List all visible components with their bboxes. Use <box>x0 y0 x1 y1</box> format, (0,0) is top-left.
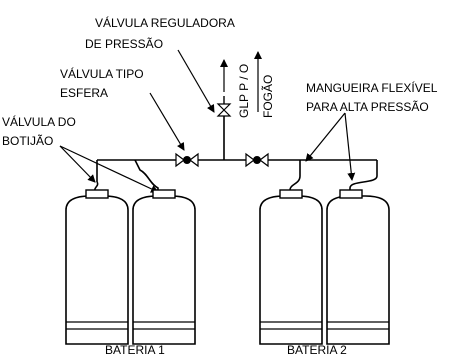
ball-valve-left-icon <box>175 152 199 168</box>
label-battery-2: BATERIA 2 <box>287 343 347 357</box>
hose-pointer-arrow-right <box>344 112 356 181</box>
label-hose-line2: PARA ALTA PRESSÃO <box>306 100 429 114</box>
hose-cylinder-2 <box>134 159 159 196</box>
cylinder-valve-pointer-arrow-left <box>59 145 96 183</box>
cylinder-1 <box>65 189 129 345</box>
label-ball-valve-line1: VÁLVULA TIPO <box>60 66 144 81</box>
label-regulator-line2: DE PRESSÃO <box>85 37 163 51</box>
cylinder-2 <box>132 189 196 345</box>
label-hose-line1: MANGUEIRA FLEXÍVEL <box>306 80 438 95</box>
label-glp-vertical: GLP P / O <box>237 64 251 118</box>
cylinder-4 <box>326 189 390 345</box>
label-battery-1: BATERIA 1 <box>105 343 165 357</box>
label-cylinder-valve-line1: VÁLVULA DO <box>2 114 76 129</box>
cylinder-3 <box>259 189 323 345</box>
label-cylinder-valve-line2: BOTIJÃO <box>2 134 53 148</box>
ball-valve-pointer-arrow <box>149 92 185 151</box>
label-ball-valve-line2: ESFERA <box>60 86 108 100</box>
regulator-valve-icon <box>216 96 232 117</box>
label-fogao-vertical: FOGÃO <box>261 75 275 118</box>
label-regulator-line1: VÁLVULA REGULADORA <box>95 15 235 30</box>
cylinder-valve-pointer-arrow-right <box>59 145 159 193</box>
hose-pointer-arrow-left <box>305 112 346 162</box>
regulator-pointer-arrow <box>177 49 215 113</box>
hose-cylinder-4 <box>349 175 378 196</box>
ball-valve-right-icon <box>245 152 269 168</box>
